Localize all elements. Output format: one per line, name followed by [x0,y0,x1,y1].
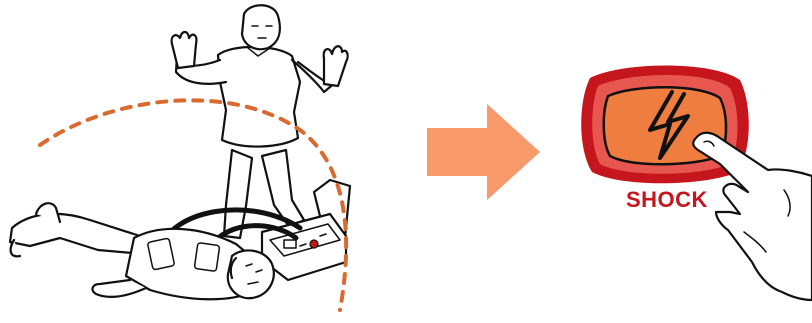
pressing-hand [693,133,812,300]
shock-button-panel: SHOCK [581,66,812,301]
right-arrow-icon [427,104,540,200]
stand-clear-scene [10,5,350,310]
shock-label: SHOCK [626,187,708,212]
